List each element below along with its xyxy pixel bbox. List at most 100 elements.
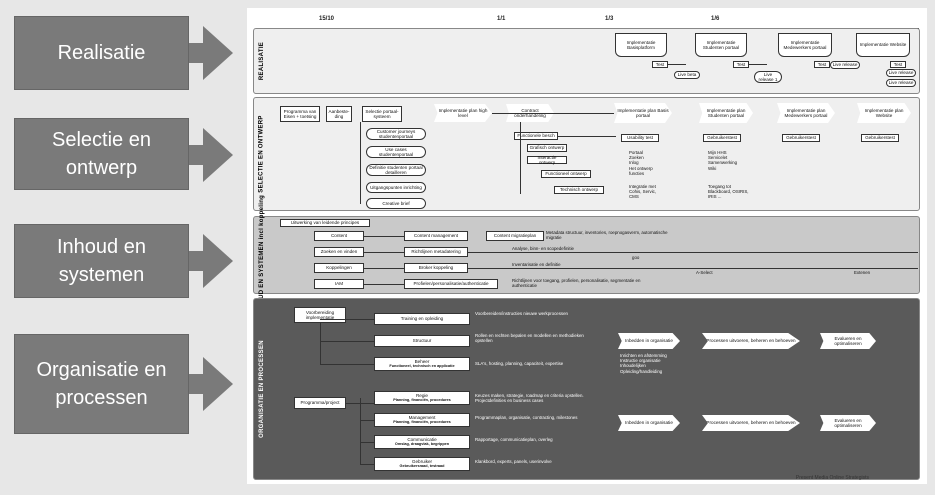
node-zoeken-vinden: Zoeken en vinden (314, 247, 364, 257)
node-gebruiker: Gebruiker Gebruikersraad, testraad (374, 457, 470, 471)
node-live-release: Live release 1 (754, 71, 782, 83)
node-live-release: Live release (886, 69, 916, 77)
footer-credit: Present Media Online Strategists (795, 475, 869, 481)
node-title: Communicatie (407, 436, 437, 442)
timeline-tick: 15/10 (319, 16, 335, 22)
callout-arrow-icon (189, 118, 239, 190)
node-communicatie: Communicatie Omslag, draagvlak, begrippe… (374, 435, 470, 449)
connector-line (364, 252, 404, 253)
node-subtitle: Gebruikersraad, testraad (399, 464, 445, 468)
node-evalueren: Evalueren en optimaliseren (820, 333, 876, 349)
node-profielen: Profielen/personalisatie/authenticatie (404, 279, 498, 289)
callout-realisatie: Realisatie (14, 16, 239, 90)
node-iam: IAM (314, 279, 364, 289)
node-customer-journeys: Customer journeys studentenportaal (366, 128, 426, 140)
node-evalueren: Evalueren en optimaliseren (820, 415, 876, 431)
note-gebruiker: Klankbord, experts, panels, userinvolve (475, 459, 552, 464)
note-a-select: A-Select (696, 270, 713, 275)
note-integratie: Integratie met Cohis, Servic, CMS (629, 184, 657, 200)
node-impl-plan-medewerkers: Implementatie plan Medewerkers portaal (777, 103, 835, 123)
node-koppelingen: Koppelingen (314, 263, 364, 273)
node-programma-eisen: Programma van Eisen + toetsing (280, 106, 320, 122)
node-beheer: Beheer Functioneel, technisch en applica… (374, 357, 470, 371)
note-training: Voorbereiden/instructies nieuwe werkproc… (475, 311, 568, 316)
roadmap-diagram: 15/10 1/1 1/3 1/6 REALISATIE Implementat… (247, 8, 927, 484)
node-live-release: Live release (830, 61, 860, 69)
timeline-tick: 1/3 (605, 16, 614, 22)
node-impl-studenten: Implementatie Studenten portaal (695, 33, 747, 57)
connector-line (520, 122, 521, 194)
note-structuur: Rollen en rechten bepalen en modellen en… (475, 333, 584, 344)
lane-label: INHOUD EN SYSTEMEN incl koppeling (259, 194, 266, 316)
node-title: Gebruiker (411, 458, 433, 464)
node-test: Test (814, 61, 830, 68)
node-impl-plan-studenten: Implementatie plan Studenten portaal (699, 103, 753, 123)
note-inventarisatie: Inventarisatie en definitie (512, 262, 561, 267)
connector-line (320, 323, 321, 365)
note-communicatie: Rapportage, communicatieplan, overleg (475, 437, 553, 442)
node-technisch-ontwerp: Technisch ontwerp (554, 186, 604, 194)
node-subtitle: Planning, financiën, procedures (393, 420, 451, 424)
callout-arrow-icon (189, 347, 239, 434)
node-subtitle: Functioneel, technisch en applicatie (389, 364, 455, 368)
node-impl-medewerkers: Implementatie Medewerkers portaal (778, 33, 832, 57)
node-creative-brief: Creative brief (366, 198, 426, 209)
lane-organisatie: ORGANISATIE EN PROCESSEN Voorbereiding i… (253, 298, 920, 480)
callout-arrow-icon (189, 16, 239, 90)
node-definitie: Definitie studenten portaal detailleren (366, 164, 426, 176)
node-gebruikerstest: Gebruikerstest (861, 134, 899, 142)
connector-line (468, 252, 918, 253)
node-impl-plan-basis: Implementatie plan Basis portaal (614, 103, 672, 123)
callout-organisatie: Organisatie en processen (14, 334, 239, 434)
node-functioneel-ontwerp: Functioneel ontwerp (541, 170, 591, 178)
node-test: Test (652, 61, 668, 68)
connector-line (360, 122, 361, 204)
node-interactie-ontwerp: Interactie ontwerp (527, 155, 567, 165)
node-processen: Processen uitvoeren, beheren en behoeven (702, 415, 800, 431)
note-beheer: SLA's, hosting, planning, capaciteit, ex… (475, 361, 564, 366)
node-live-beta: Live beta (674, 71, 700, 79)
node-management: Management Planning, financiën, procedur… (374, 413, 470, 427)
note-regie: Keuzes maken, strategie, roadmap en crit… (475, 393, 584, 404)
connector-line (668, 64, 686, 65)
timeline-tick: 1/6 (711, 16, 720, 22)
node-subtitle: Omslag, draagvlak, begrippen (394, 442, 450, 446)
node-impl-plan-website: Implementatie plan Website (857, 103, 911, 123)
node-impl-plan-high: Implementatie plan high level (434, 104, 492, 122)
connector-line (360, 420, 374, 421)
lane-label: SELECTIE EN ONTWERP (259, 115, 265, 193)
callout-selectie: Selectie en ontwerp (14, 118, 239, 190)
node-selectie-portaal: Selectie portaal-systeem (362, 106, 402, 122)
node-content-migratieplan: Content migratieplan (486, 231, 544, 241)
connector-line (558, 136, 616, 137)
node-processen: Processen uitvoeren, beheren en behoeven (702, 333, 800, 349)
connector-line (360, 442, 374, 443)
node-grafisch-ontwerp: Grafisch ontwerp (527, 144, 567, 152)
connector-line (360, 398, 361, 464)
callout-label: Inhoud en systemen (14, 224, 189, 298)
callout-arrow-icon (189, 224, 239, 298)
connector-line (364, 236, 404, 237)
node-uitgangspunten: Uitgangspunten inrichting (366, 182, 426, 193)
connector-line (320, 319, 374, 320)
note-toegang: Toegang tot Blackboard, OSIRIS, IRIS ... (708, 184, 749, 200)
note-analyse: Analyse, binn- en scopedefinitie (512, 246, 574, 251)
note-management: Programmaplan, organisatie, contracting,… (475, 415, 578, 420)
connector-line (492, 113, 614, 114)
node-uitwerking: Uitwerking van leidende principes (280, 219, 370, 227)
callout-label: Realisatie (14, 16, 189, 90)
connector-line (468, 268, 918, 269)
callout-label: Selectie en ontwerp (14, 118, 189, 190)
node-content-management: Content management (404, 231, 468, 241)
node-programma-project: Programma/project (294, 397, 346, 409)
note-mijn-hhs: Mijn HHS Servicelet Samenwerking Wiki (708, 150, 738, 171)
node-test: Test (733, 61, 749, 68)
node-content: Content (314, 231, 364, 241)
node-regie: Regie Planning, financiën, procedures (374, 391, 470, 405)
lane-realisatie: REALISATIE Implementatie Basisplatform I… (253, 28, 920, 94)
node-impl-basis: Implementatie Basisplatform (615, 33, 667, 57)
node-gebruikerstest: Gebruikerstest (703, 134, 741, 142)
connector-line (364, 284, 404, 285)
connector-line (364, 268, 404, 269)
connector-line (320, 341, 374, 342)
